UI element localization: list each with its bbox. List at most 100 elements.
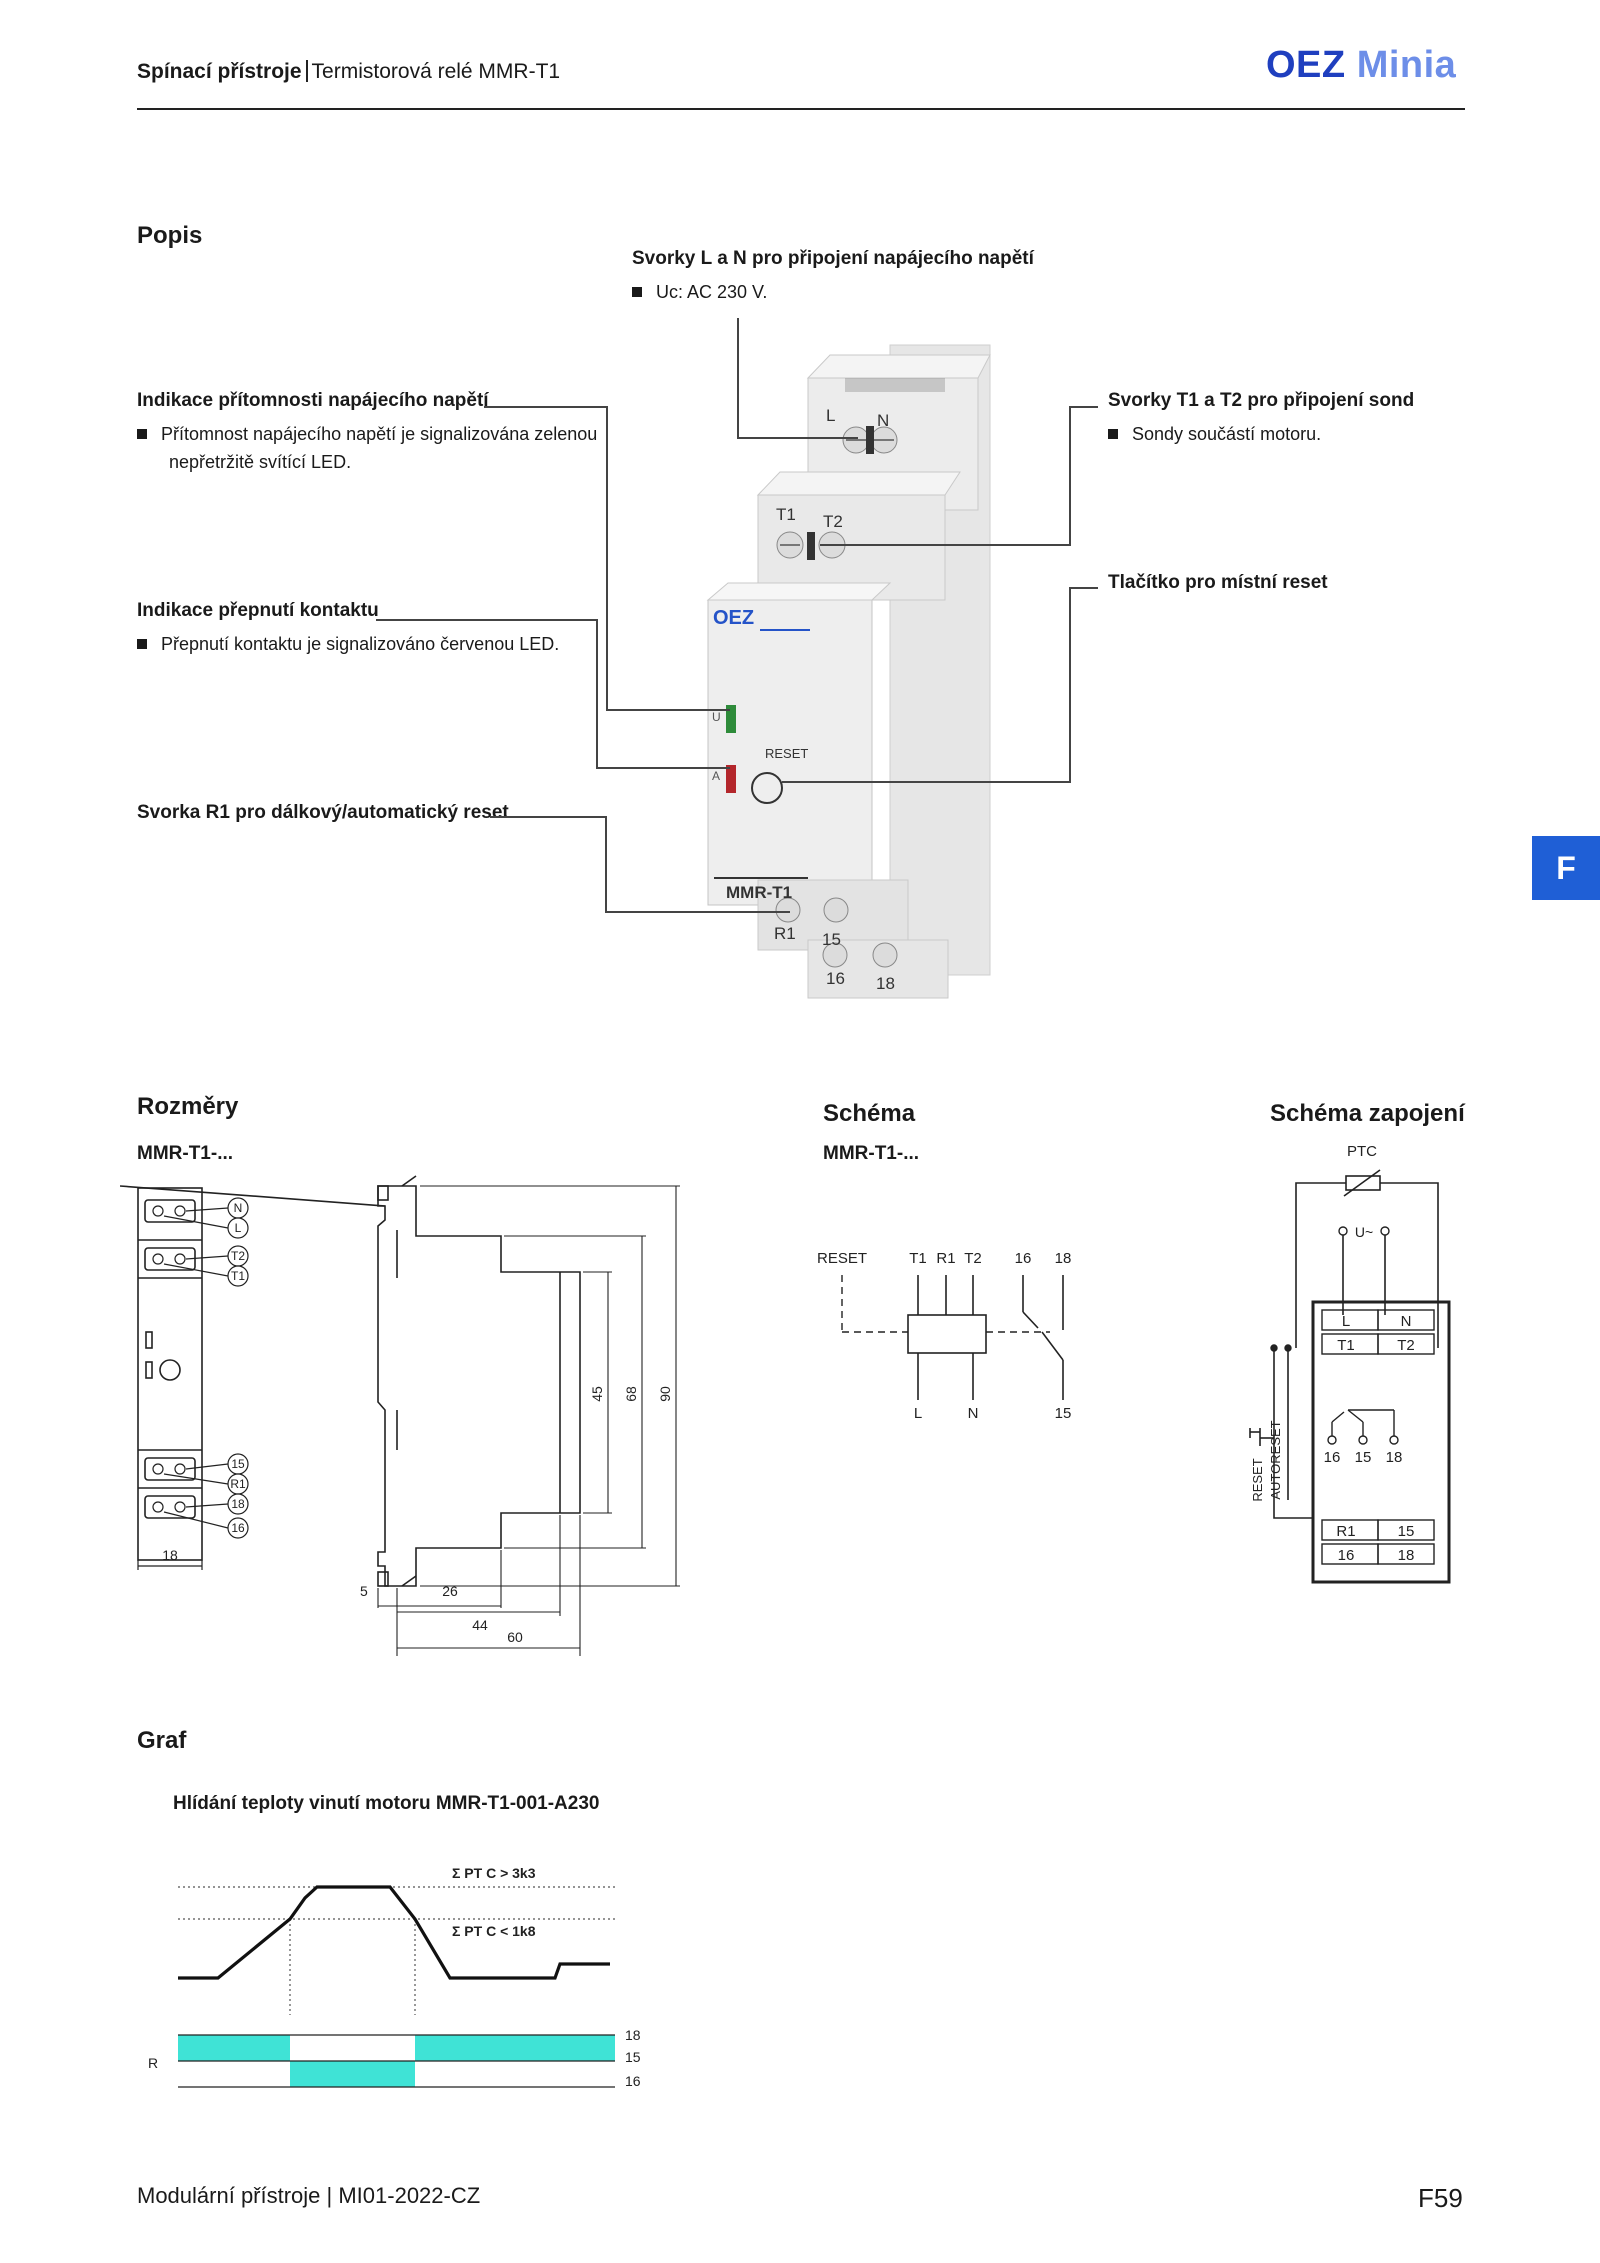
- temperature-curve: [178, 1885, 610, 1980]
- wiring-supply: U~: [1355, 1224, 1373, 1240]
- callout-power-heading: Indikace přítomnosti napájecího napětí: [137, 390, 489, 411]
- bullet-icon: [137, 639, 147, 649]
- header-title: Termistorová relé MMR-T1: [311, 60, 561, 83]
- schema-r1: R1: [936, 1250, 955, 1267]
- wiring-cell-n: N: [1401, 1313, 1412, 1330]
- front-label-15: 15: [231, 1457, 245, 1471]
- wiring-cell-16: 16: [1338, 1547, 1355, 1564]
- callout-power: Indikace přítomnosti napájecího napětí P…: [137, 390, 617, 476]
- callout-switch-heading: Indikace přepnutí kontaktu: [137, 600, 379, 621]
- front-label-t2: T2: [231, 1249, 245, 1263]
- relay-label: R: [148, 2055, 158, 2071]
- relay-state-18-b: [415, 2035, 615, 2061]
- dim-h45: 45: [589, 1386, 605, 1402]
- callout-ln-bullet: Uc: AC 230 V.: [632, 278, 1034, 306]
- dim-44: 44: [472, 1617, 488, 1633]
- wiring-cell-15: 15: [1398, 1523, 1415, 1540]
- front-label-16: 16: [231, 1521, 245, 1535]
- threshold-low-label: Σ PT C < 1k8: [452, 1923, 536, 1939]
- page-number: F59: [1418, 2183, 1463, 2213]
- label-r1: R1: [774, 924, 796, 943]
- front-label-l: L: [235, 1221, 242, 1235]
- schema-reset: RESET: [817, 1250, 867, 1267]
- zapojeni-title: Schéma zapojení: [1270, 1100, 1465, 1127]
- wiring-contact-switch: [1327, 1409, 1399, 1445]
- wiring-cell-18: 18: [1398, 1547, 1415, 1564]
- schema-subtitle: MMR-T1-...: [823, 1143, 920, 1164]
- dim-5: 5: [360, 1583, 368, 1599]
- schema-drawing: RESET T1 R1 T2 16 18 L N 15: [817, 1250, 1072, 1422]
- callout-switch: Indikace přepnutí kontaktu Přepnutí kont…: [137, 600, 617, 658]
- callout-t1t2: Svorky T1 a T2 pro připojení sond Sondy …: [1108, 390, 1414, 448]
- front-label-18: 18: [231, 1497, 245, 1511]
- relay-state-18-a: [178, 2035, 290, 2061]
- screw-r1-icon: [775, 897, 801, 923]
- label-15: 15: [822, 930, 841, 949]
- schema-t2: T2: [964, 1250, 982, 1267]
- wiring-device-frame: [1311, 1300, 1451, 1584]
- dim-h90: 90: [657, 1386, 673, 1402]
- rail-label-15: 15: [625, 2049, 641, 2065]
- callout-ln: Svorky L a N pro připojení napájecího na…: [632, 248, 1034, 306]
- screw-l-icon: [842, 426, 870, 454]
- front-view: [137, 1187, 203, 1561]
- reset-button-icon: [751, 772, 783, 804]
- label-l: L: [826, 406, 835, 425]
- wiring-contact-16: 16: [1324, 1449, 1341, 1466]
- dimension-drawing: N L T2 T1 15 R1 18 16 18 45 68 90: [120, 1175, 680, 1656]
- screw-15-icon: [823, 897, 849, 923]
- callout-ln-text: Uc: AC 230 V.: [656, 282, 768, 302]
- screw-t1-icon: [776, 531, 804, 559]
- rozmery-title: Rozměry: [137, 1093, 239, 1120]
- callout-t1t2-bullet: Sondy součástí motoru.: [1108, 420, 1414, 448]
- led-red: [726, 765, 736, 793]
- wiring-contact-15: 15: [1355, 1449, 1372, 1466]
- wiring-reset: RESET: [1250, 1458, 1265, 1501]
- schema-16: 16: [1015, 1250, 1032, 1267]
- wiring-cell-l: L: [1342, 1313, 1350, 1330]
- relay-state-16: [290, 2061, 415, 2087]
- device-brand: OEZ: [713, 607, 754, 629]
- callout-power-text: Přítomnost napájecího napětí je signaliz…: [161, 424, 598, 472]
- schema-15: 15: [1055, 1405, 1072, 1422]
- callout-t1t2-text: Sondy součástí motoru.: [1132, 424, 1322, 444]
- screw-16-icon: [822, 942, 848, 968]
- front-view-leaders: [163, 1207, 229, 1529]
- schema-relay-coil: [907, 1314, 987, 1354]
- schema-l: L: [914, 1405, 922, 1422]
- bullet-icon: [1108, 429, 1118, 439]
- graf-subtitle: Hlídání teploty vinutí motoru MMR-T1-001…: [173, 1793, 600, 1814]
- schema-18: 18: [1055, 1250, 1072, 1267]
- schema-title: Schéma: [823, 1100, 916, 1127]
- schema-n: N: [968, 1405, 979, 1422]
- label-18: 18: [876, 974, 895, 993]
- label-16: 16: [826, 969, 845, 988]
- graf-chart: Σ PT C > 3k3 Σ PT C < 1k8 R 18 15 16: [148, 1865, 641, 2089]
- brand-logo: OEZ Minia: [1266, 44, 1456, 87]
- callout-reset: Tlačítko pro místní reset: [1108, 572, 1328, 594]
- header-separator: [305, 60, 308, 82]
- screw-n-icon: [870, 426, 898, 454]
- logo-oez: OEZ: [1266, 44, 1346, 86]
- threshold-high-label: Σ PT C > 3k3: [452, 1865, 536, 1881]
- dim-60: 60: [507, 1629, 523, 1645]
- graf-title: Graf: [137, 1727, 187, 1754]
- leader-lines: [376, 318, 1098, 913]
- popis-title: Popis: [137, 222, 203, 249]
- side-view: [120, 1175, 581, 1587]
- wiring-cell-r1: R1: [1336, 1523, 1355, 1540]
- dim-26: 26: [442, 1583, 458, 1599]
- logo-minia: Minia: [1356, 44, 1457, 86]
- device-illustration: L N T1 T2 R1 15 16 18 OEZ U A RESET MMR-…: [376, 318, 1098, 999]
- section-tab-f[interactable]: F: [1532, 836, 1600, 900]
- led-u-label: U: [712, 710, 721, 724]
- led-a-label: A: [712, 769, 720, 783]
- front-label-t1: T1: [231, 1269, 245, 1283]
- dim-h68: 68: [623, 1386, 639, 1402]
- label-n: N: [877, 411, 889, 430]
- front-label-r1: R1: [230, 1477, 246, 1491]
- callout-switch-text: Přepnutí kontaktu je signalizováno červe…: [161, 634, 560, 654]
- dim-width: 18: [162, 1547, 178, 1563]
- label-t1: T1: [776, 505, 796, 524]
